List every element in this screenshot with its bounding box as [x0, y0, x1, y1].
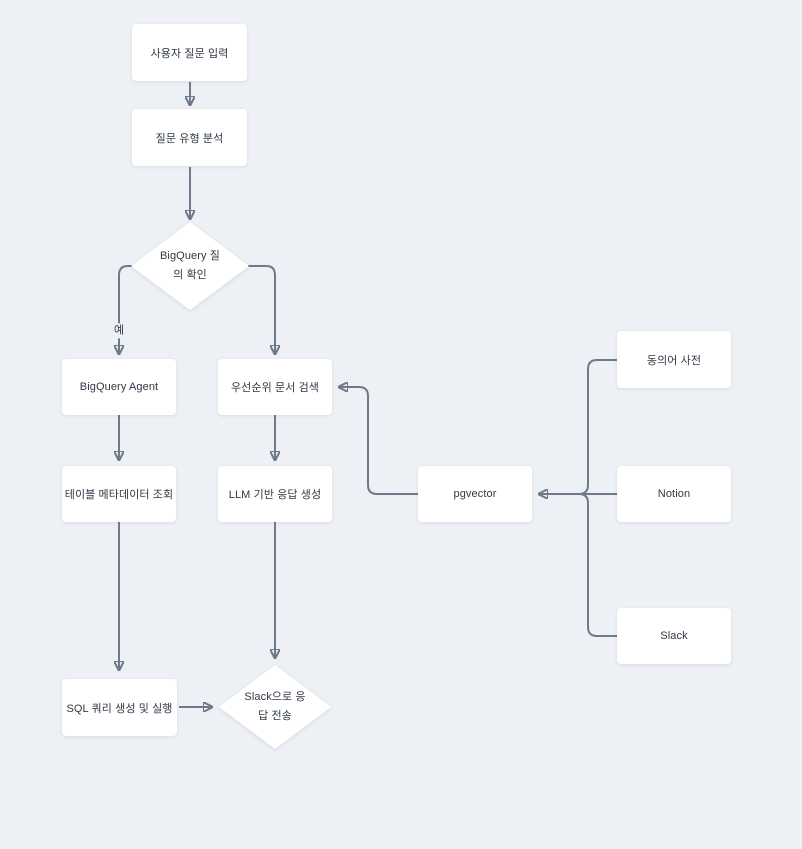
node-synonym-dictionary: 동의어 사전 [617, 331, 731, 388]
diamond-shape [131, 222, 249, 310]
node-pgvector-label: pgvector [453, 488, 497, 500]
edge-slack-to-junction [578, 493, 617, 637]
edge-pgvector-to-priority-doc-search [339, 387, 418, 495]
node-table-metadata-lookup-label: 테이블 메타데이터 조회 [64, 489, 174, 501]
node-pgvector: pgvector [418, 466, 532, 522]
node-synonym-dictionary-label: 동의어 사전 [646, 354, 702, 367]
node-slack: Slack [617, 608, 731, 664]
node-user-input-label: 사용자 질문 입력 [150, 47, 229, 60]
node-bigquery-agent-label: BigQuery Agent [79, 381, 159, 393]
edge-bigquery-check-to-bigquery-agent [119, 265, 132, 354]
edge-synonym-dictionary-to-junction [578, 359, 617, 495]
node-slack-send-response: Slack으로 응답 전송 [219, 665, 331, 749]
node-question-type-analysis-label: 질문 유형 분석 [155, 132, 224, 145]
node-sql-query-generation-execution-label: SQL 쿼리 생성 및 실행 [66, 702, 173, 715]
node-bigquery-check-label: BigQuery 질의 확인 [159, 249, 221, 281]
node-priority-doc-search-label: 우선순위 문서 검색 [230, 382, 320, 394]
node-bigquery-agent: BigQuery Agent [62, 359, 176, 415]
node-sql-query-generation-execution: SQL 쿼리 생성 및 실행 [62, 679, 177, 736]
edge-label-yes: 예 [110, 323, 128, 339]
diamond-shape [219, 665, 331, 749]
node-slack-label: Slack [660, 630, 688, 642]
node-bigquery-check: BigQuery 질의 확인 [131, 222, 249, 310]
node-slack-send-response-label: Slack으로 응답 전송 [244, 690, 306, 722]
node-notion: Notion [617, 466, 731, 522]
node-question-type-analysis: 질문 유형 분석 [132, 109, 247, 166]
node-table-metadata-lookup: 테이블 메타데이터 조회 [62, 466, 176, 522]
node-notion-label: Notion [657, 488, 691, 500]
node-llm-response-generation-label: LLM 기반 응답 생성 [228, 489, 322, 501]
edge-bigquery-check-to-priority-doc-search [248, 265, 275, 354]
node-priority-doc-search: 우선순위 문서 검색 [218, 359, 332, 415]
node-user-input: 사용자 질문 입력 [132, 24, 247, 81]
node-llm-response-generation: LLM 기반 응답 생성 [218, 466, 332, 522]
